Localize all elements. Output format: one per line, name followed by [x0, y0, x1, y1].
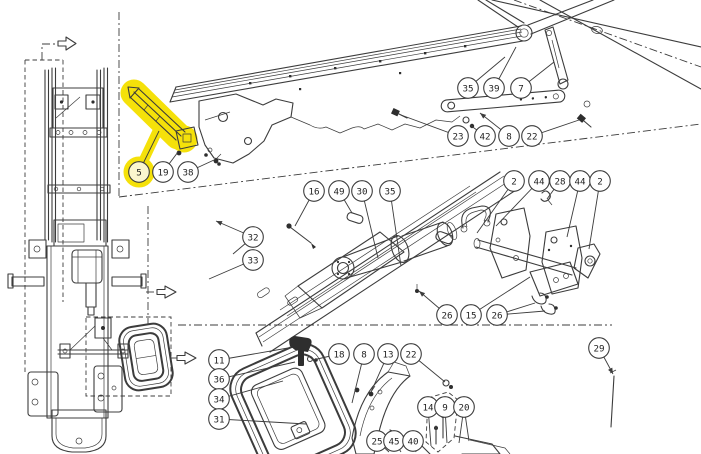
callout-label: 16: [308, 186, 319, 197]
fender-assembly: [229, 336, 453, 454]
callout-label: 36: [213, 374, 224, 385]
callout-22-2[interactable]: 22: [400, 343, 446, 383]
callout-44[interactable]: 44: [495, 170, 550, 227]
callout-8-2[interactable]: 8: [351, 343, 375, 404]
callout-label: 7: [518, 83, 524, 94]
callout-label: 34: [213, 394, 225, 405]
callout-label: 26: [491, 310, 502, 321]
view-arrow-lower: [171, 351, 197, 365]
callout-label: 8: [361, 349, 367, 360]
callout-14[interactable]: 14: [417, 396, 439, 447]
footrest-pad: [118, 322, 174, 392]
callout-39[interactable]: 39: [483, 46, 517, 99]
callout-22[interactable]: 22: [521, 119, 580, 147]
callout-7[interactable]: 7: [510, 61, 555, 99]
callout-label: 5: [136, 167, 142, 178]
callout-label: 33: [247, 255, 258, 266]
callout-2-2[interactable]: 2: [588, 170, 611, 250]
callout-label: 14: [422, 402, 434, 413]
callout-label: 28: [554, 176, 565, 187]
callout-label: 42: [479, 131, 490, 142]
frame-rail-background: [491, 0, 701, 90]
callout-5[interactable]: 5: [124, 130, 160, 187]
callout-label: 20: [458, 402, 469, 413]
callout-label: 13: [382, 349, 393, 360]
callout-23[interactable]: 23: [400, 114, 469, 147]
callout-label: 40: [407, 436, 418, 447]
callout-label: 38: [182, 167, 193, 178]
machine-top-view: [7, 67, 174, 453]
callout-label: 25: [371, 436, 382, 447]
callout-label: 29: [593, 343, 604, 354]
view-arrow-top: [41, 36, 77, 60]
callout-label: 32: [247, 232, 258, 243]
callout-label: 23: [452, 131, 463, 142]
callout-32[interactable]: 32: [215, 220, 264, 255]
callout-label: 44: [533, 176, 545, 187]
callout-label: 35: [384, 186, 395, 197]
callout-label: 26: [441, 310, 452, 321]
callout-44-2[interactable]: 44: [566, 170, 591, 238]
callout-label: 8: [506, 131, 512, 142]
callout-label: 49: [333, 186, 344, 197]
callout-8[interactable]: 8: [479, 112, 520, 147]
callout-label: 2: [597, 176, 603, 187]
roller-assembly: [255, 171, 517, 353]
callout-31[interactable]: 31: [208, 408, 307, 430]
callout-label: 2: [511, 176, 517, 187]
callout-20[interactable]: 20: [453, 396, 475, 444]
callout-16[interactable]: 16: [294, 180, 325, 227]
view-arrow-middle: [146, 285, 177, 299]
section-separators: [24, 12, 701, 397]
callout-9[interactable]: 9: [434, 396, 456, 444]
callout-19[interactable]: 19: [152, 151, 179, 183]
callout-label: 44: [574, 176, 586, 187]
callout-label: 15: [465, 310, 476, 321]
callout-label: 19: [157, 167, 168, 178]
callout-2[interactable]: 2: [476, 170, 525, 234]
callout-label: 18: [333, 349, 344, 360]
callout-45[interactable]: 45: [383, 430, 405, 453]
bracket-assembly: [435, 190, 601, 315]
callout-29[interactable]: 29: [588, 337, 614, 375]
callout-label: 45: [388, 436, 399, 447]
callout-layer: 5 19 38 35 39 7 23 42 8 22 16 49 30 35 32 33 2 44 28 44 2 26 1…: [124, 46, 614, 453]
callout-label: 31: [213, 414, 224, 425]
callout-33[interactable]: 33: [208, 249, 264, 280]
callout-35-2[interactable]: 35: [379, 180, 402, 267]
callout-13[interactable]: 13: [370, 343, 399, 393]
bolt-22-top: [576, 113, 592, 128]
latch-knob: [289, 336, 318, 366]
beam-assembly: [169, 0, 615, 166]
callout-label: 11: [213, 355, 224, 366]
callout-26-2[interactable]: 26: [486, 302, 546, 326]
callout-38[interactable]: 38: [177, 159, 215, 183]
callout-49[interactable]: 49: [328, 180, 353, 214]
callout-42[interactable]: 42: [469, 124, 496, 147]
callout-label: 9: [442, 402, 448, 413]
callout-28[interactable]: 28: [546, 170, 571, 200]
callout-label: 22: [526, 131, 537, 142]
rod-part-29: [609, 369, 617, 428]
callout-40[interactable]: 40: [402, 430, 424, 453]
callout-label: 30: [356, 186, 367, 197]
callout-label: 22: [405, 349, 416, 360]
callout-26[interactable]: 26: [418, 290, 458, 326]
callout-35[interactable]: 35: [457, 56, 506, 99]
callout-18[interactable]: 18: [312, 343, 350, 365]
callout-label: 39: [488, 83, 499, 94]
callout-15[interactable]: 15: [460, 276, 531, 326]
callout-label: 35: [462, 83, 473, 94]
callout-30[interactable]: 30: [351, 180, 379, 259]
